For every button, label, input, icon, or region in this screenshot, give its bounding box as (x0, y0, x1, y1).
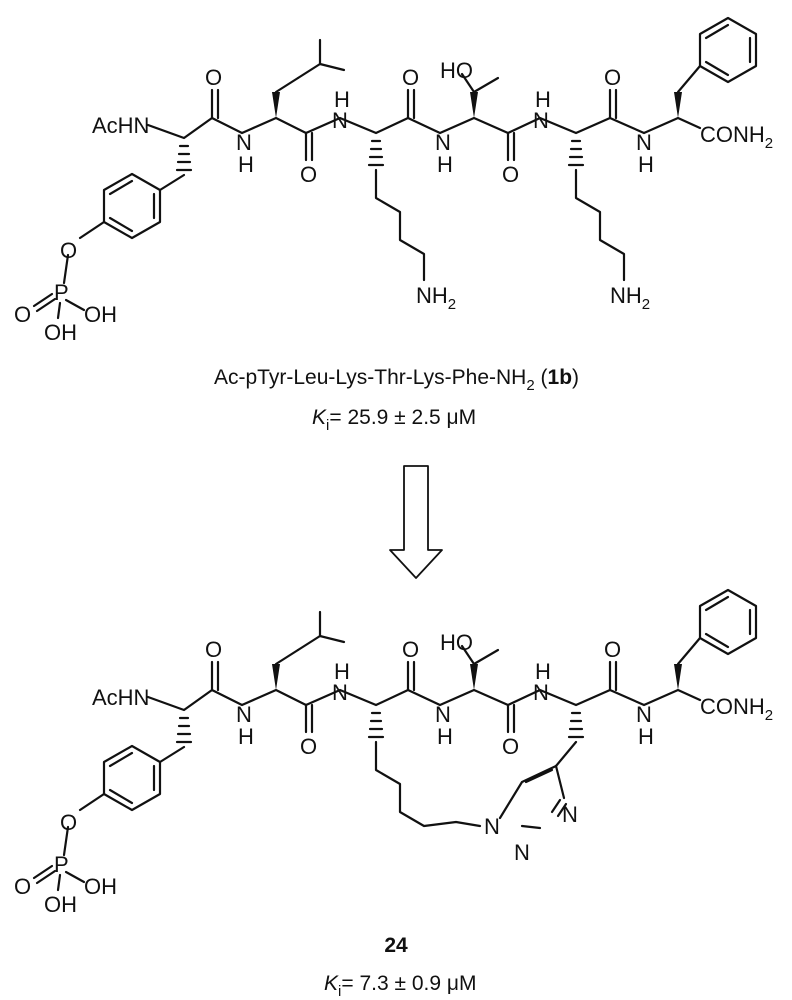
h-label: H (238, 724, 254, 749)
n-label: N (435, 702, 451, 727)
ki-1b: Ki= 25.9 ± 2.5 μM (312, 406, 476, 434)
n-label: N (533, 680, 549, 705)
p-label: P (54, 852, 69, 877)
n-label: N (332, 108, 348, 133)
o-label: O (14, 302, 31, 327)
o-label: O (60, 810, 77, 835)
label-24: 24 (384, 934, 408, 957)
o-label: O (205, 65, 222, 90)
ho-label: HO (440, 630, 473, 655)
conh2-label: CONH2 (700, 694, 773, 724)
n-label: N (332, 680, 348, 705)
backbone-1b (146, 116, 702, 140)
o-label: O (402, 637, 419, 662)
oh-label: OH (84, 874, 117, 899)
oh-label: OH (44, 892, 77, 917)
triazole-n2-label: N (514, 840, 530, 865)
nh2-label: NH2 (416, 283, 456, 313)
nh2-label: NH2 (610, 283, 650, 313)
triazole-n3-label: N (562, 802, 578, 827)
o-label: O (502, 734, 519, 759)
ho-label: HO (440, 58, 473, 83)
n-label: N (636, 130, 652, 155)
transformation-arrow (389, 465, 443, 579)
h-label: H (334, 87, 350, 112)
triazole-n1-label: N (484, 814, 500, 839)
o-label: O (502, 162, 519, 187)
n-label: N (435, 130, 451, 155)
n-label: N (236, 702, 252, 727)
caption-1b: Ac-pTyr-Leu-Lys-Thr-Lys-Phe-NH2 (1b) (214, 366, 579, 394)
oh-label: OH (44, 320, 77, 345)
o-label: O (604, 637, 621, 662)
n-label: N (236, 130, 252, 155)
achn-label-1b: AcHN (92, 113, 149, 138)
h-label: H (638, 152, 654, 177)
o-label: O (402, 65, 419, 90)
achn-label-24: AcHN (92, 685, 149, 710)
o-label: O (60, 238, 77, 263)
o-label: O (604, 65, 621, 90)
o-label: O (300, 162, 317, 187)
h-label: H (238, 152, 254, 177)
oh-label: OH (84, 302, 117, 327)
n-label: N (636, 702, 652, 727)
structure-1b (32, 16, 758, 320)
ki-24: Ki= 7.3 ± 0.9 μM (324, 972, 476, 1000)
h-label: H (535, 87, 551, 112)
h-label: H (638, 724, 654, 749)
p-label: P (54, 280, 69, 305)
h-label: H (437, 152, 453, 177)
h-label: H (535, 659, 551, 684)
o-label: O (300, 734, 317, 759)
o-label: O (205, 637, 222, 662)
h-label: H (437, 724, 453, 749)
n-label: N (533, 108, 549, 133)
structure-24 (32, 588, 758, 892)
o-label: O (14, 874, 31, 899)
conh2-label: CONH2 (700, 122, 773, 152)
backbone-24 (146, 688, 702, 712)
h-label: H (334, 659, 350, 684)
